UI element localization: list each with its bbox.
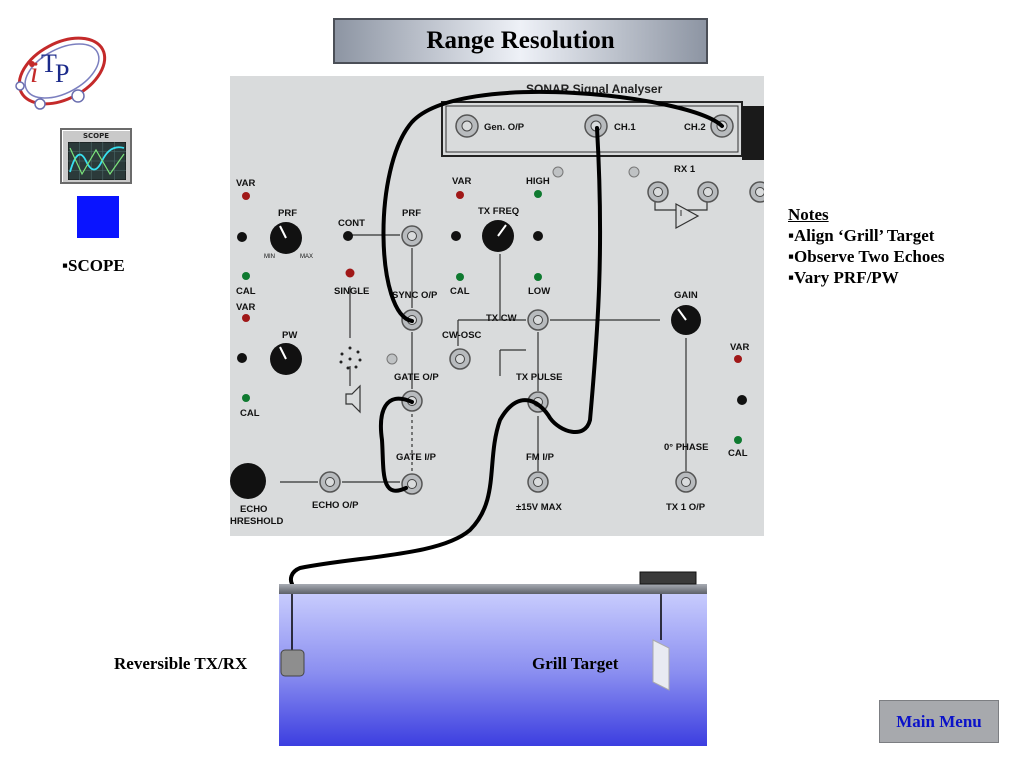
note-item: ▪Vary PRF/PW bbox=[788, 268, 899, 287]
scope-button[interactable]: SCOPE bbox=[60, 128, 132, 184]
logo-p: P bbox=[55, 59, 69, 88]
transducer-label: Reversible TX/RX bbox=[114, 654, 248, 673]
scope-color-swatch[interactable] bbox=[77, 196, 119, 238]
phase-label: 0° PHASE bbox=[664, 442, 709, 453]
notes-section: Notes ▪Align ‘Grill’ Target ▪Observe Two… bbox=[788, 204, 945, 288]
scope-link[interactable]: ▪SCOPE bbox=[62, 256, 125, 275]
rx1-label: RX 1 bbox=[674, 164, 696, 175]
var-label-3: VAR bbox=[452, 176, 472, 187]
grill-target-label: Grill Target bbox=[532, 654, 619, 673]
var-label-4: VAR bbox=[730, 342, 750, 353]
low-label: LOW bbox=[528, 286, 551, 297]
sync-op-label: SYNC O/P bbox=[392, 290, 438, 301]
echo-op-label: ECHO O/P bbox=[312, 500, 359, 511]
single-label: SINGLE bbox=[334, 286, 370, 297]
notes-heading: Notes bbox=[788, 205, 829, 224]
gate-op-label: GATE O/P bbox=[394, 372, 439, 383]
15v-max-label: ±15V MAX bbox=[516, 502, 562, 513]
gen-op-label: Gen. O/P bbox=[484, 122, 525, 133]
note-item: ▪Align ‘Grill’ Target bbox=[788, 226, 935, 245]
threshold-label: HRESHOLD bbox=[230, 516, 284, 527]
tx-freq-label: TX FREQ bbox=[478, 206, 520, 217]
gate-ip-label: GATE I/P bbox=[396, 452, 436, 463]
logo-t: T bbox=[41, 49, 57, 78]
logo-i: i bbox=[30, 56, 38, 89]
gain-label: GAIN bbox=[674, 290, 698, 301]
sonar-signal-analyser-panel: SONAR Signal Analyser Gen. O/P CH.1 CH.2… bbox=[230, 76, 764, 536]
ch1-label: CH.1 bbox=[614, 122, 636, 133]
water-tank bbox=[279, 584, 707, 746]
oscilloscope-icon bbox=[68, 142, 126, 180]
fm-ip-label: FM I/P bbox=[526, 452, 554, 463]
note-item: ▪Observe Two Echoes bbox=[788, 247, 945, 266]
max-label: MAX bbox=[300, 254, 314, 260]
tx-cw-label: TX CW bbox=[486, 313, 517, 324]
echo-label: ECHO bbox=[240, 504, 268, 515]
page-title: Range Resolution bbox=[333, 18, 708, 64]
prf-knob-label: PRF bbox=[278, 208, 297, 219]
cal-label-4: CAL bbox=[728, 448, 748, 459]
prf-bnc-label: PRF bbox=[402, 208, 421, 219]
itp-logo: i T P bbox=[15, 36, 107, 110]
var-label-2: VAR bbox=[236, 302, 256, 313]
page-title-text: Range Resolution bbox=[426, 27, 615, 54]
pw-label: PW bbox=[282, 330, 298, 341]
ch2-label: CH.2 bbox=[684, 122, 706, 133]
tank-rail bbox=[279, 584, 707, 594]
high-label: HIGH bbox=[526, 176, 550, 187]
main-menu-label: Main Menu bbox=[896, 711, 982, 731]
cal-label-3: CAL bbox=[450, 286, 470, 297]
tx-pulse-label: TX PULSE bbox=[516, 372, 563, 383]
tx1-op-label: TX 1 O/P bbox=[666, 502, 706, 513]
cw-osc-label: CW-OSC bbox=[442, 330, 482, 341]
var-label-1: VAR bbox=[236, 178, 256, 189]
main-menu-button[interactable]: Main Menu bbox=[879, 700, 999, 743]
cal-label-2: CAL bbox=[240, 408, 260, 419]
scope-button-label: SCOPE bbox=[82, 132, 110, 140]
cal-label-1: CAL bbox=[236, 286, 256, 297]
min-label: MIN bbox=[264, 254, 275, 260]
cont-label: CONT bbox=[338, 218, 365, 229]
